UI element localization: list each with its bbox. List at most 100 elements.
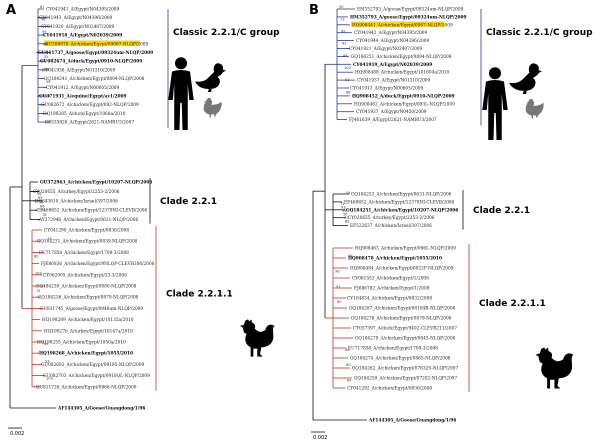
bootstrap-value: 50 (339, 5, 344, 9)
taxon-label: GQ184253_A/chicken/Egypt/0631-NLQP/2006 (351, 193, 452, 198)
rooster-icon (240, 319, 275, 357)
bootstrap-value: 79 (47, 237, 52, 241)
taxon-label: CY020655_A/turkey/Egypt/2253-2/2006 (33, 190, 120, 195)
taxon-label: CY041942_A/Egypt/N04395/2009 (354, 31, 428, 36)
taxon-label: HQ908478_A/chicken/Egypt/1055/2010 (348, 257, 442, 262)
taxon-label: CY041290_A/chicken/Egypt/0836/2008 (44, 229, 129, 234)
bootstrap-value: 91 (43, 179, 48, 183)
bootstrap-value: 85 (38, 196, 43, 200)
taxon-label: HQ908441_A/chicken/Egypt/0987-NLQP/2009 (352, 23, 453, 28)
taxon-label: EF469652_A/chicken/Egypt/12379NI-CLEVB/2… (37, 209, 148, 214)
taxon-label: HQ198285_A/duck/Egypt/1068a/2010 (43, 112, 126, 117)
taxon-label: GU082674_A/duck/Egypt/0910-NLQP/2009 (40, 60, 142, 65)
human-silhouette-icon (168, 57, 194, 130)
taxon-label: EU717858_A/chicken/Egypt/1709-3/2008 (348, 347, 438, 352)
taxon-label: HQ908463_A/chicken/Egypt/096L-NLQP/2009 (355, 247, 456, 252)
bootstrap-value: 99 (341, 30, 346, 34)
bootstrap-value: 53 (345, 78, 350, 82)
taxon-label: EM352793_A/goose/Egypt/09324um-NLQP/2009 (357, 8, 464, 13)
bootstrap-value: 54 (41, 209, 46, 213)
taxon-label: GQ184274_A/chicken/Egypt/0865-NLQP/2008 (350, 357, 451, 362)
bootstrap-value: 86 (40, 205, 45, 209)
bootstrap-value: 64 (347, 379, 352, 383)
bootstrap-value: 68 (346, 90, 351, 94)
bootstrap-value: 68 (44, 342, 49, 346)
chicken-icon (203, 97, 222, 118)
bootstrap-value: 73 (340, 17, 345, 21)
taxon-label: GQ184251_A/chicken/Egypt/10207-NLQP/2006 (346, 208, 458, 213)
bootstrap-value: 61 (40, 5, 45, 9)
bootstrap-value: 93 (341, 205, 346, 209)
scale-bar-label: 0.002 (313, 435, 327, 441)
taxon-label: EF532637_A/chicken/Israel/397/2006 (350, 224, 432, 229)
taxon-label: HQ198255_A/chicken/Egypt/1050a/2010 (37, 341, 126, 346)
outgroup-label: AF144305_A/Goose/Guangdong/1/96 (368, 419, 456, 424)
taxon-label: GQ184287_A/chicken/Egypt/08194B-NLQP/200… (349, 307, 456, 312)
taxon-label: HQ908462_A/chicken/Egypt/093L-NLQP/2009 (354, 102, 455, 107)
taxon-label: CY041919_A/Egypt/N02039/2009 (353, 63, 432, 68)
taxon-label: HQ908484_A/chicken/Egypt/0922F-NLQP/2009 (350, 267, 454, 272)
taxon-label: CY041921_A/Egypt/N02407/2009 (349, 47, 423, 52)
taxon-label: GQ184231_A/chicken/Egypt/0839-NLQP/2008 (37, 240, 138, 245)
bootstrap-value: 55 (44, 55, 49, 59)
bootstrap-value: 60 (34, 254, 39, 258)
panel-letter: A (6, 3, 16, 18)
taxon-label: EU717858_A/chicken/Egypt/1709-3/2008 (39, 251, 129, 256)
taxon-label: GQ184279_A/chicken/Egypt/0845-NLQP/2008 (355, 337, 456, 342)
taxon-label: CY041941_A/Egypt/N04395/2009 (46, 8, 120, 13)
taxon-label: GQ184278_A/chicken/Egypt/0879-NLQP/2008 (351, 317, 452, 322)
highlight-marker (44, 40, 140, 46)
taxon-label: CY041943_A/Egypt/N04396/2009 (39, 16, 113, 21)
bootstrap-value: 100 (344, 66, 352, 70)
taxon-label: GU372963_A/chicken/Egypt/10207-NLQP/2006 (40, 181, 152, 186)
taxon-label: CY041920_A/Egypt/N02407/2009 (41, 25, 115, 30)
bootstrap-value: 88 (345, 348, 350, 352)
bootstrap-value: 56 (343, 212, 348, 216)
bootstrap-value: 99 (39, 200, 44, 204)
taxon-label: CY041936_A/Egypt/N01310/2009 (42, 68, 116, 73)
bootstrap-value: 80 (346, 363, 351, 367)
taxon-label: CY041292_A/chicken/Egypt/0836/2008 (347, 387, 432, 392)
bootstrap-value: 99 (343, 54, 348, 58)
taxon-label: CY062005_A/chicken/Egypt/33-3/2008 (43, 273, 127, 278)
taxon-label: GU082672_A/chicken/Egypt/092-NLQP/2009 (41, 103, 139, 108)
bootstrap-value: 74 (36, 289, 41, 293)
taxon-label: EF469652_A/chicken/Egypt/12379NI-CLEVB/2… (344, 200, 455, 205)
taxon-label: GU208878_A/chicken/Egypt/09087-NLQP/2009 (45, 42, 149, 47)
outgroup-label: AF144305_A/Goose/Guangdong/1/96 (57, 407, 145, 412)
rooster-icon (535, 347, 574, 389)
taxon-label: GU082703_A/chicken/Egypt/0910QL-NLQP/200… (43, 374, 150, 379)
bootstrap-value: 97 (336, 285, 341, 289)
taxon-label: HQ908488_A/chicken/Egypt/101604a/2010 (355, 71, 450, 76)
bootstrap-value: 62 (342, 42, 347, 46)
taxon-label: CY041937_A/Egypt/N01310/2009 (357, 79, 431, 84)
taxon-label: GU811737_A/goose/Egypt/09324um-NLQP/2009 (38, 51, 153, 56)
taxon-label: CY057397_A/duck/Egypt/9402-CLEVB211/2007 (353, 327, 457, 332)
panel-a: A CY041941_A/Egypt/N04395/2009CY041943_A/… (6, 3, 280, 437)
taxon-label: FJ686782_A/chicken/Egypt/1/2009 (354, 287, 430, 292)
clade-label-classic: Classic 2.2.1/C group (173, 28, 280, 38)
bootstrap-value: 96 (348, 254, 353, 258)
taxon-label: GQ184262_A/chicken/Egypt/07632S-NLQP/200… (352, 367, 459, 372)
taxon-label: FJ686836_A/chicken/Egypt/9NLQP-CLEVB306/… (41, 262, 155, 267)
highlight-marker (351, 21, 445, 27)
taxon-label: CY041937_A/Egypt/N0450/2009 (356, 110, 427, 115)
panel-letter: B (309, 3, 319, 18)
taxon-label: GQ184236_A/chicken/Egypt/0879-NLQP/2008 (38, 296, 139, 301)
bootstrap-value: 95 (42, 30, 47, 34)
taxon-label: HQ198276_A/turkey/Egypt/10147a/2010 (44, 329, 133, 334)
taxon-label: GU811726_A/chicken/Egypt/0966-NLQP/2009 (36, 385, 137, 390)
bootstrap-value: 96 (37, 192, 42, 196)
taxon-label: CY041918_A/Egypt/N02039/2009 (43, 34, 122, 39)
scale-bar-label: 0.002 (10, 431, 24, 437)
taxon-label: CY041944_A/Egypt/N04396/2009 (356, 39, 430, 44)
bootstrap-value: 56 (46, 80, 51, 84)
bootstrap-value: 98 (335, 269, 340, 273)
chicken-icon (525, 98, 544, 119)
bootstrap-value: 98 (41, 18, 46, 22)
taxon-label: GU082692_A/chicken/Egypt/09195-NLQP/2009 (41, 363, 145, 368)
clade-label-2-2-1-1: Clade 2.2.1.1 (479, 299, 546, 309)
taxon-label: HQ908452_A/duck/Egypt/0910-NLQP/2009 (352, 94, 455, 99)
bootstrap-value: 100 (35, 272, 43, 276)
